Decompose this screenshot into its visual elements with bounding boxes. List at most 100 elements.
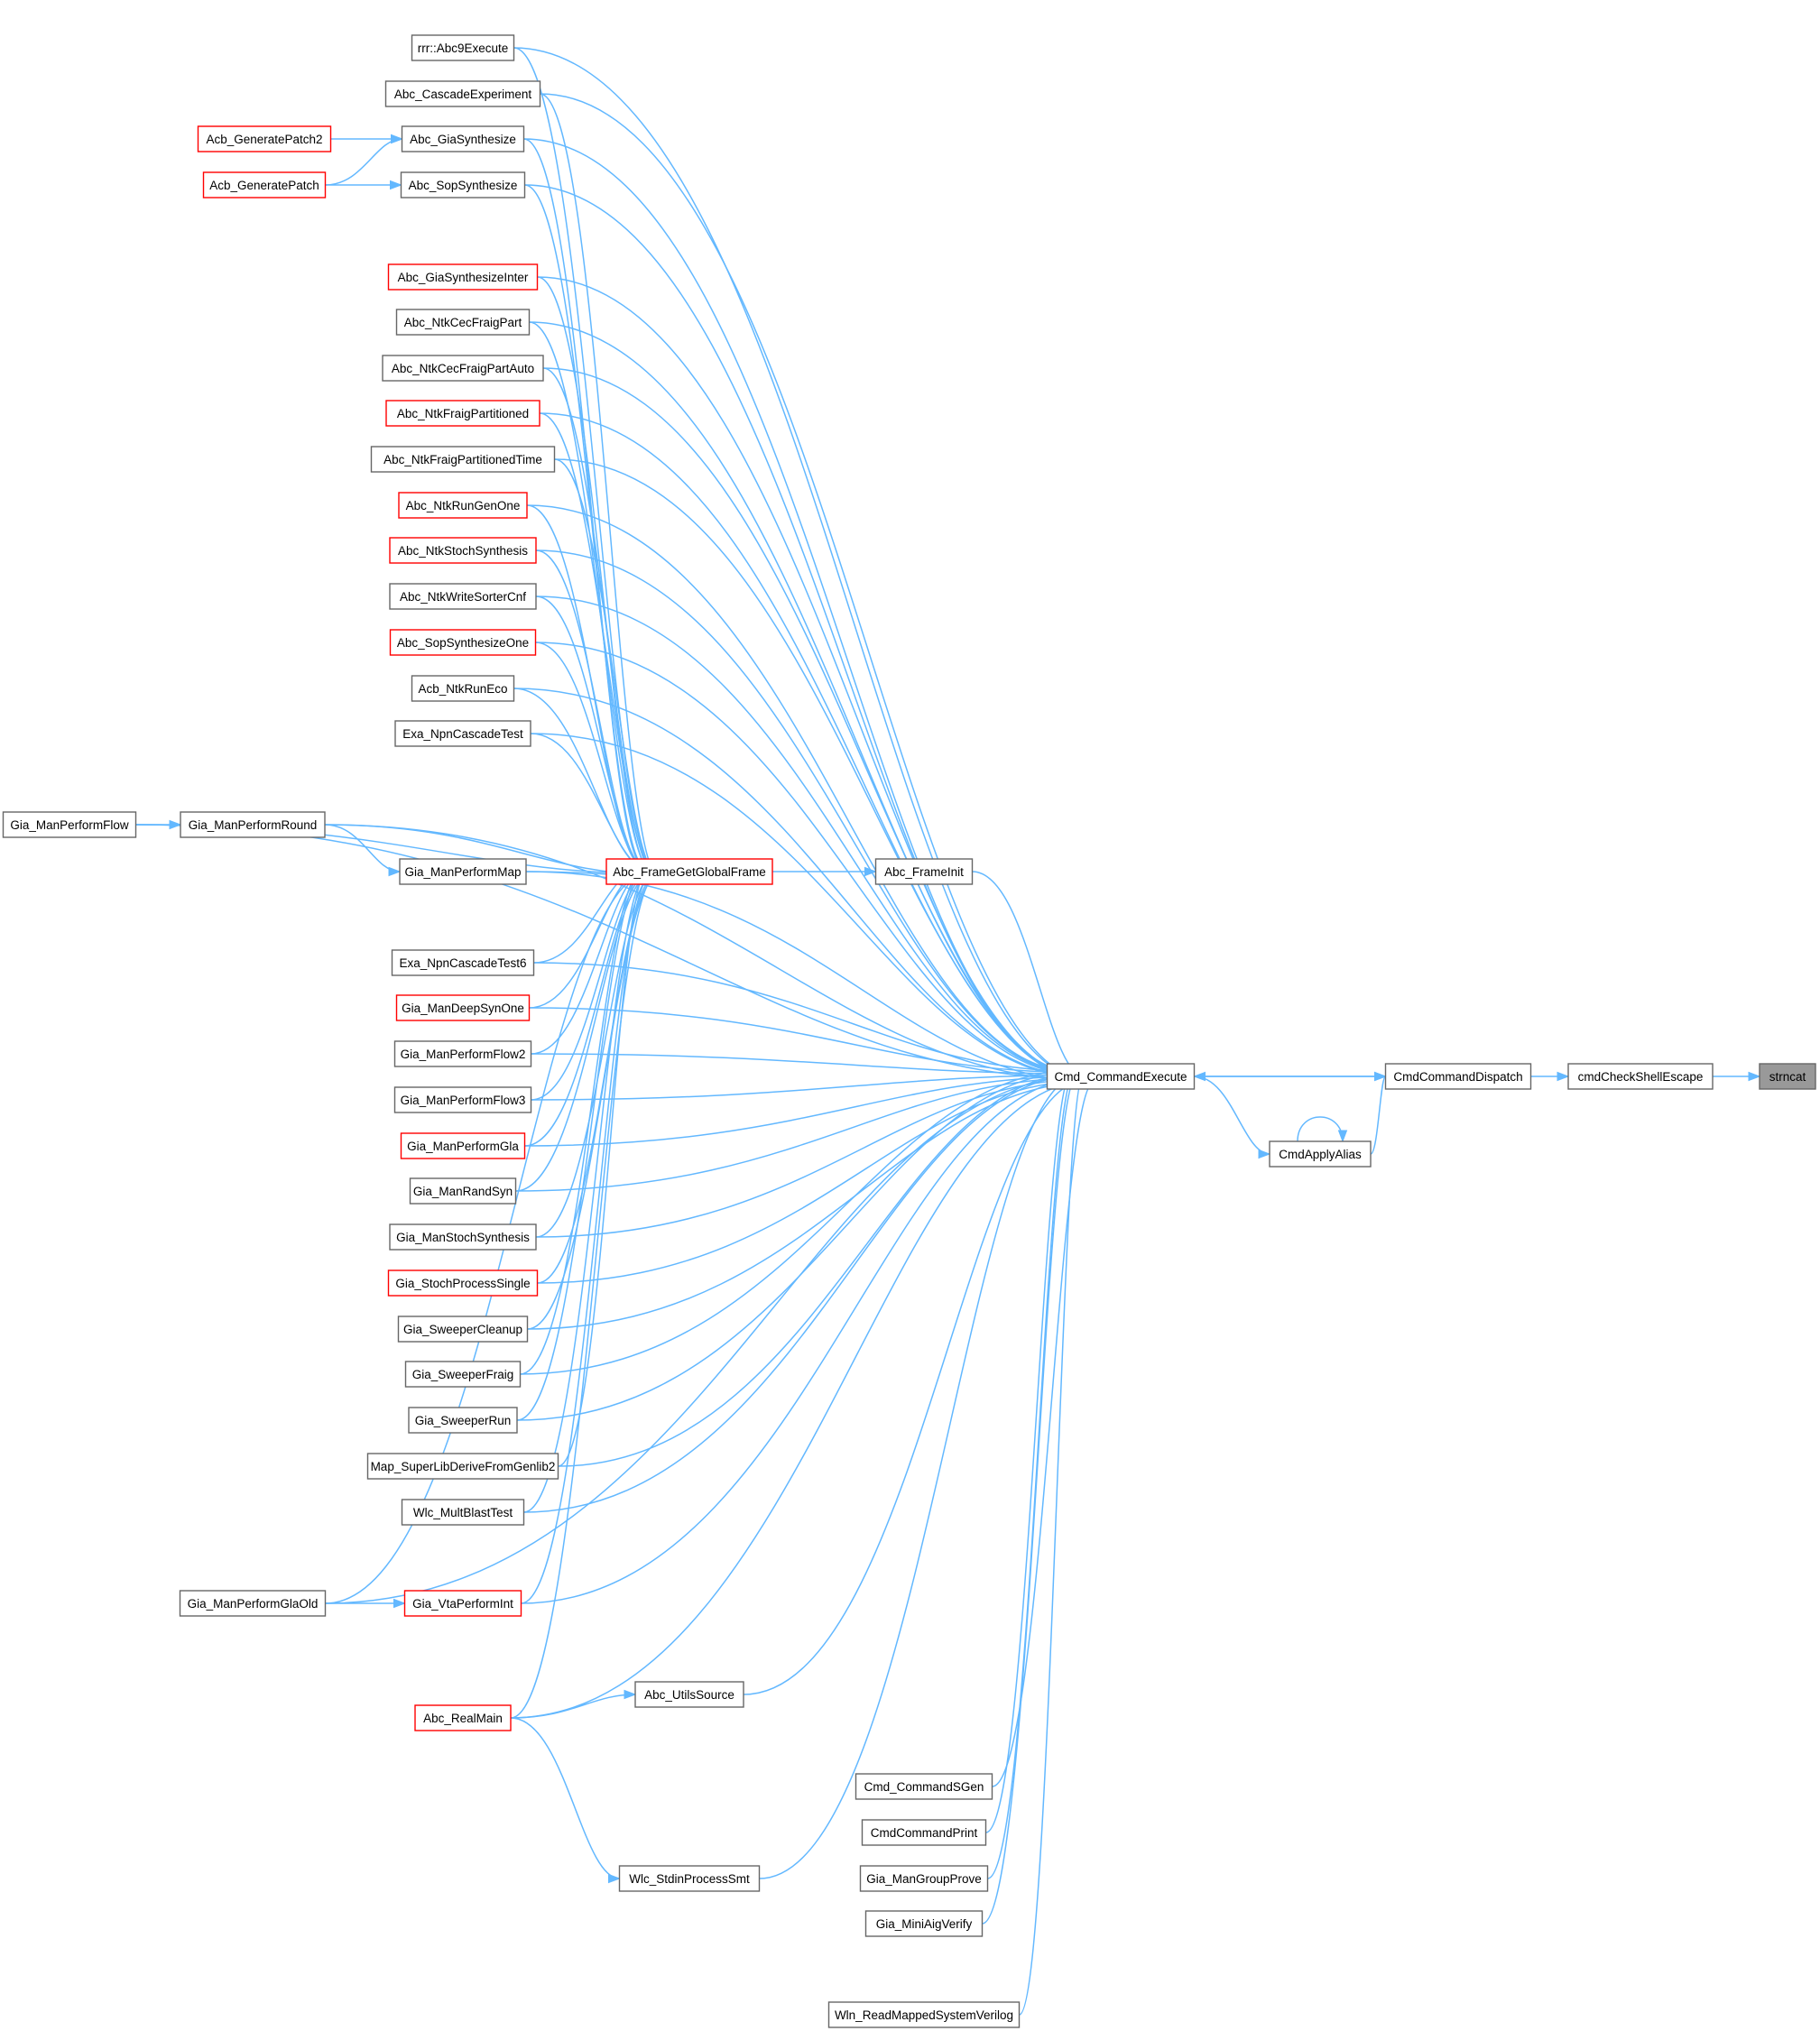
node-box bbox=[398, 492, 528, 519]
node-abc-framegetglobalframe[interactable]: Abc_FrameGetGlobalFrame bbox=[605, 858, 773, 885]
edge-abc_ntkrungenone-to-cmd_commandexecute bbox=[526, 504, 1073, 1072]
node-box bbox=[389, 583, 537, 610]
node-gia-miniaigverify[interactable]: Gia_MiniAigVerify bbox=[864, 1910, 984, 1937]
node-label: CmdApplyAlias bbox=[1279, 1148, 1362, 1161]
edge-abc_sopsynthesizeone-to-abc_framegetglobalframe bbox=[535, 642, 651, 872]
node-label: rrr::Abc9Execute bbox=[418, 42, 509, 55]
node-abc-sopsynthesizeone[interactable]: Abc_SopSynthesizeOne bbox=[389, 629, 537, 656]
edge-exa_npncascadetest-to-cmd_commandexecute bbox=[530, 733, 1086, 1079]
node-label: Gia_ManPerformGlaOld bbox=[188, 1597, 319, 1611]
node-exa-npncascadetest6[interactable]: Exa_NpnCascadeTest6 bbox=[391, 949, 535, 976]
node-abc-giasynthesize[interactable]: Abc_GiaSynthesize bbox=[401, 125, 525, 152]
node-box bbox=[400, 171, 526, 198]
node-cmdcommanddispatch[interactable]: CmdCommandDispatch bbox=[1384, 1063, 1532, 1090]
node-strncat[interactable]: strncat bbox=[1759, 1063, 1816, 1090]
edge-abc_ntkcecfraigpartauto-to-cmd_commandexecute bbox=[542, 367, 1089, 1080]
node-acb-ntkruneco[interactable]: Acb_NtkRunEco bbox=[411, 675, 515, 702]
node-label: Gia_ManDeepSynOne bbox=[402, 1002, 524, 1015]
node-gia-stochprocesssingle[interactable]: Gia_StochProcessSingle bbox=[387, 1269, 539, 1297]
node-label: Acb_GeneratePatch bbox=[209, 179, 319, 192]
node-cmd-commandsgen[interactable]: Cmd_CommandSGen bbox=[855, 1773, 993, 1800]
node-gia-sweeperrun[interactable]: Gia_SweeperRun bbox=[408, 1407, 518, 1434]
node-wlc-stdinprocesssmt[interactable]: Wlc_StdinProcessSmt bbox=[618, 1865, 761, 1892]
node-label: Gia_ManGroupProve bbox=[866, 1872, 982, 1886]
node-label: CmdCommandDispatch bbox=[1393, 1070, 1522, 1084]
node-abc-ntkfraigpartitioned[interactable]: Abc_NtkFraigPartitioned bbox=[385, 400, 540, 427]
node-gia-manperformflow2[interactable]: Gia_ManPerformFlow2 bbox=[393, 1040, 532, 1067]
node-abc-ntkstochsynthesis[interactable]: Abc_NtkStochSynthesis bbox=[389, 537, 537, 564]
node-label: Acb_GeneratePatch2 bbox=[206, 133, 322, 146]
node-acb-generatepatch[interactable]: Acb_GeneratePatch bbox=[202, 171, 327, 198]
node-box bbox=[385, 400, 540, 427]
node-gia-mandeepsynone[interactable]: Gia_ManDeepSynOne bbox=[395, 994, 531, 1021]
node-gia-manperformmap[interactable]: Gia_ManPerformMap bbox=[399, 858, 527, 885]
node-gia-mangroupprove[interactable]: Gia_ManGroupProve bbox=[859, 1865, 989, 1892]
node-gia-manperformflow3[interactable]: Gia_ManPerformFlow3 bbox=[393, 1086, 532, 1113]
node-gia-sweepercleanup[interactable]: Gia_SweeperCleanup bbox=[397, 1316, 529, 1343]
node-label: Abc_GiaSynthesizeInter bbox=[398, 271, 529, 284]
node-label: Gia_ManPerformRound bbox=[189, 818, 318, 832]
node-abc-giasynthesizeinter[interactable]: Abc_GiaSynthesizeInter bbox=[387, 263, 539, 291]
node-box bbox=[366, 1453, 559, 1480]
edge-gia_miniaigverify-to-cmd_commandexecute bbox=[982, 1073, 1079, 1925]
edge-gia_manperformround-to-gia_manperformmap-arrowhead bbox=[388, 866, 402, 877]
node-rrr-abc9execute[interactable]: rrr::Abc9Execute bbox=[411, 34, 515, 61]
node-gia-manperformgla[interactable]: Gia_ManPerformGla bbox=[400, 1132, 526, 1159]
node-box bbox=[393, 1040, 532, 1067]
edge-gia_manrandsyn-to-abc_framegetglobalframe bbox=[515, 872, 654, 1192]
node-label: Abc_RealMain bbox=[423, 1712, 503, 1725]
node-box bbox=[387, 263, 539, 291]
edge-cmdapplyalias-to-cmdapplyalias bbox=[1297, 1116, 1344, 1142]
node-layer: strncat cmdCheckShellEscape CmdCommandDisp… bbox=[2, 34, 1816, 2028]
node-abc-ntkrungenone[interactable]: Abc_NtkRunGenOne bbox=[398, 492, 528, 519]
edge-abc_ntkrungenone-to-abc_framegetglobalframe bbox=[526, 504, 645, 868]
node-label: Gia_ManStochSynthesis bbox=[396, 1231, 530, 1244]
node-cmdapplyalias[interactable]: CmdApplyAlias bbox=[1269, 1140, 1372, 1168]
node-label: Wlc_MultBlastTest bbox=[413, 1506, 513, 1519]
node-cmd-commandexecute[interactable]: Cmd_CommandExecute bbox=[1046, 1063, 1196, 1090]
node-label: Gia_SweeperRun bbox=[415, 1414, 512, 1427]
node-gia-manperformflow[interactable]: Gia_ManPerformFlow bbox=[2, 811, 137, 838]
node-abc-sopsynthesize[interactable]: Abc_SopSynthesize bbox=[400, 171, 526, 198]
edge-gia_manperformgla-to-cmd_commandexecute bbox=[524, 1076, 1084, 1147]
node-acb-generatepatch2[interactable]: Acb_GeneratePatch2 bbox=[197, 125, 332, 152]
node-box bbox=[411, 34, 515, 61]
node-box bbox=[634, 1681, 744, 1708]
node-abc-cascadeexperiment[interactable]: Abc_CascadeExperiment bbox=[384, 80, 541, 107]
node-gia-manperformglaold[interactable]: Gia_ManPerformGlaOld bbox=[179, 1590, 327, 1617]
node-label: Abc_UtilsSource bbox=[644, 1688, 734, 1702]
edge-abc_realmain-to-abc_framegetglobalframe bbox=[510, 873, 658, 1719]
node-cmdcheckshellescape[interactable]: cmdCheckShellEscape bbox=[1567, 1063, 1714, 1090]
edge-acb_ntkruneco-to-abc_framegetglobalframe bbox=[513, 688, 652, 872]
node-gia-sweeperfraig[interactable]: Gia_SweeperFraig bbox=[404, 1361, 522, 1388]
node-label: Wlc_StdinProcessSmt bbox=[629, 1872, 750, 1886]
edge-cmd_commandsgen-to-cmd_commandexecute bbox=[992, 1081, 1095, 1787]
node-box bbox=[855, 1773, 993, 1800]
edge-cmdapplyalias-to-cmdapplyalias-arrowhead bbox=[1337, 1130, 1348, 1143]
node-abc-ntkfraigpartitionedtime[interactable]: Abc_NtkFraigPartitionedTime bbox=[370, 446, 556, 473]
node-abc-ntkcecfraigpart[interactable]: Abc_NtkCecFraigPart bbox=[395, 309, 531, 336]
node-abc-realmain[interactable]: Abc_RealMain bbox=[414, 1704, 512, 1731]
node-abc-ntkcecfraigpartauto[interactable]: Abc_NtkCecFraigPartAuto bbox=[382, 355, 544, 382]
node-abc-frameinit[interactable]: Abc_FrameInit bbox=[874, 858, 974, 885]
node-cmdcommandprint[interactable]: CmdCommandPrint bbox=[861, 1819, 987, 1846]
node-label: Abc_NtkFraigPartitioned bbox=[397, 407, 529, 420]
edge-acb_generatepatch-to-abc_sopsynthesize-arrowhead bbox=[390, 180, 402, 190]
edge-gia_manperformglaold-to-cmd_commandexecute bbox=[325, 1076, 1084, 1604]
node-gia-manrandsyn[interactable]: Gia_ManRandSyn bbox=[409, 1177, 517, 1205]
node-label: Abc_FrameInit bbox=[884, 865, 964, 879]
node-abc-utilssource[interactable]: Abc_UtilsSource bbox=[634, 1681, 744, 1708]
node-label: cmdCheckShellEscape bbox=[1578, 1070, 1704, 1084]
node-box bbox=[399, 858, 527, 885]
node-box bbox=[859, 1865, 989, 1892]
node-wlc-multblasttest[interactable]: Wlc_MultBlastTest bbox=[401, 1499, 525, 1526]
node-gia-vtaperformint[interactable]: Gia_VtaPerformInt bbox=[403, 1590, 522, 1617]
node-exa-npncascadetest[interactable]: Exa_NpnCascadeTest bbox=[394, 720, 531, 747]
edge-abc_giasynthesize-to-abc_framegetglobalframe bbox=[523, 138, 645, 868]
node-gia-manstochsynthesis[interactable]: Gia_ManStochSynthesis bbox=[389, 1223, 537, 1251]
node-gia-manperformround[interactable]: Gia_ManPerformRound bbox=[180, 811, 326, 838]
node-wln-readmappedsystemverilog[interactable]: Wln_ReadMappedSystemVerilog bbox=[827, 2001, 1021, 2028]
node-map-superlibderivefromgenlib2[interactable]: Map_SuperLibDeriveFromGenlib2 bbox=[366, 1453, 559, 1480]
node-abc-ntkwritesortercnf[interactable]: Abc_NtkWriteSorterCnf bbox=[389, 583, 537, 610]
node-label: Exa_NpnCascadeTest bbox=[402, 727, 523, 741]
